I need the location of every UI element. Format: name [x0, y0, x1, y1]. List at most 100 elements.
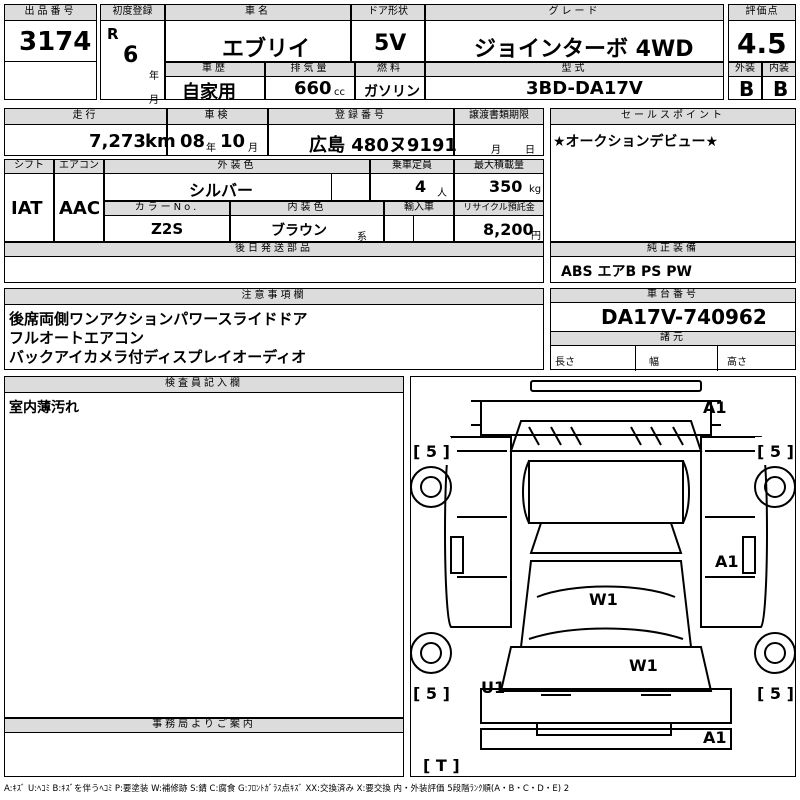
exterior-color: シルバー	[189, 181, 254, 200]
inspector-box: 検査員記入欄 室内薄汚れ	[4, 376, 404, 718]
shift-box: シフト IAT	[4, 159, 54, 242]
chassis-box: 車台番号 DA17V-740962 諸元 長さ 幅 高さ	[550, 288, 796, 371]
interior-score: B	[773, 77, 789, 101]
exterior-color-label: 外装色	[105, 160, 369, 174]
lot-number: 3174	[19, 27, 92, 57]
exterior-color-box: 外装色 シルバー	[104, 159, 370, 202]
rear-bumper-outline	[480, 728, 732, 750]
legend: A:ｷｽﾞ U:ﾍｺﾐ B:ｷｽﾞを伴うﾍｺﾐ P:要塗装 W:補修跡 S:錆 …	[4, 784, 570, 794]
sales-point-label: セールスポイント	[551, 109, 795, 125]
import-label: 輸入車	[385, 202, 453, 216]
damage-mark: A1	[703, 398, 727, 417]
model-code-label: 型式	[426, 63, 723, 77]
note-line: バックアイカメラ付ディスプレイオーディオ	[9, 348, 307, 366]
score: 4.5	[737, 27, 787, 60]
exterior-score: B	[739, 77, 755, 101]
cabin	[529, 522, 683, 554]
mileage-box: 走行 7,273 km	[4, 108, 176, 156]
score-box: 評価点 4.5	[728, 4, 796, 62]
sales-point-box: セールスポイント ★オークションデビュー★	[550, 108, 796, 242]
interior-color: ブラウン	[271, 223, 327, 239]
inspection-label: 車検	[168, 109, 267, 125]
month-unit: 月	[149, 95, 159, 106]
sales-point: ★オークションデビュー★	[553, 134, 719, 150]
car-diagram-svg: A1 A1 A1 W1 W1 U1 [ 5 ] [ 5 ] [ 5 ] [ 5 …	[411, 380, 795, 775]
tire-mark: [ 5 ]	[757, 442, 794, 461]
chassis-number: DA17V-740962	[601, 305, 767, 329]
capacity-label: 乗車定員	[371, 160, 453, 174]
recycle-amount: 8,200	[483, 220, 534, 239]
inspection-month: 10	[220, 131, 246, 152]
registration-box: 登録番号 広島 480ヌ9191	[268, 108, 457, 156]
color-no: Z2S	[151, 220, 184, 238]
year-unit: 年	[149, 71, 159, 82]
aircon-label: エアコン	[55, 160, 103, 174]
model-code: 3BD-DA17V	[526, 78, 643, 99]
mileage-label: 走行	[5, 109, 166, 125]
interior-label: 内装	[763, 63, 795, 77]
front-right-wheel	[754, 466, 795, 508]
genuine-equipment-box: 純正装備 ABS エアB PS PW	[550, 242, 796, 283]
car-name-label: 車名	[166, 5, 350, 21]
max-load-unit: kg	[529, 184, 542, 195]
damage-mark: U1	[481, 678, 505, 697]
car-name-box: 車名 エブリイ	[165, 4, 351, 62]
first-registration-box: 初度登録 R 6 年 月	[100, 4, 165, 106]
interior-color-unit: 系	[357, 232, 367, 243]
displacement-label: 排気量	[266, 63, 354, 77]
genuine-equipment-label: 純正装備	[551, 243, 795, 257]
history-box: 車歴 自家用	[165, 62, 265, 103]
import-box: 輸入車	[384, 201, 454, 243]
interior-score-box: 内装 B	[762, 62, 796, 101]
door-type: 5V	[374, 31, 407, 56]
capacity-unit: 人	[437, 188, 447, 199]
interior-color-label: 内装色	[231, 202, 383, 216]
exterior-score-box: 外装 B	[728, 62, 762, 101]
grade-label: グレード	[426, 5, 723, 21]
mileage: 7,273	[89, 131, 146, 152]
score-label: 評価点	[729, 5, 795, 21]
office-label: 事務局よりご案内	[5, 719, 403, 733]
car-name: エブリイ	[222, 37, 311, 62]
inspection-month-unit: 月	[248, 143, 258, 154]
first-registration-label: 初度登録	[101, 5, 164, 21]
right-side	[700, 436, 768, 628]
notes-label: 注意事項欄	[5, 289, 543, 305]
note-line: 後席両側ワンアクションパワースライドドア	[9, 310, 308, 328]
front-left-wheel	[411, 466, 452, 508]
later-parts-label: 後日発送部品	[5, 243, 543, 257]
registration-no: 広島 480ヌ9191	[309, 135, 457, 156]
tire-mark: [ 5 ]	[413, 442, 450, 461]
height-label: 高さ	[727, 357, 747, 368]
door-type-box: ドア形状 5V	[351, 4, 425, 62]
tire-mark: [ T ]	[423, 756, 460, 775]
fuel: ガソリン	[364, 84, 420, 100]
damage-mark: W1	[629, 656, 658, 675]
interior-color-box: 内装色 ブラウン 系	[230, 201, 384, 243]
registration-label: 登録番号	[269, 109, 453, 125]
color-no-box: カラーNo. Z2S	[104, 201, 230, 242]
max-load-box: 最大積載量 350 kg	[454, 159, 544, 201]
dimensions-label: 諸元	[551, 332, 795, 346]
door-type-label: ドア形状	[352, 5, 424, 21]
lot-number-label: 出品番号	[5, 5, 96, 21]
color-no-label: カラーNo.	[105, 202, 229, 216]
inspection-year: 08	[180, 131, 206, 152]
width-label: 幅	[649, 357, 659, 368]
length-label: 長さ	[555, 357, 575, 368]
grade-box: グレード ジョインターボ 4WD	[425, 4, 724, 62]
inspector-note: 室内薄汚れ	[9, 400, 79, 416]
inspector-label: 検査員記入欄	[5, 377, 403, 393]
displacement: 660	[294, 78, 332, 99]
notes-box: 注意事項欄 後席両側ワンアクションパワースライドドア フルオートエアコン バック…	[4, 288, 544, 370]
damage-mark: W1	[589, 590, 618, 609]
max-load-label: 最大積載量	[455, 160, 543, 174]
displacement-box: 排気量 660 cc	[265, 62, 355, 100]
lot-number-box: 出品番号 3174	[4, 4, 97, 100]
capacity-box: 乗車定員 4 人	[370, 159, 454, 201]
capacity: 4	[415, 177, 427, 196]
recycle-unit: 円	[531, 231, 541, 242]
shift-label: シフト	[5, 160, 53, 174]
deadline-month-unit: 月	[491, 145, 501, 156]
rear-right-wheel	[754, 632, 795, 674]
